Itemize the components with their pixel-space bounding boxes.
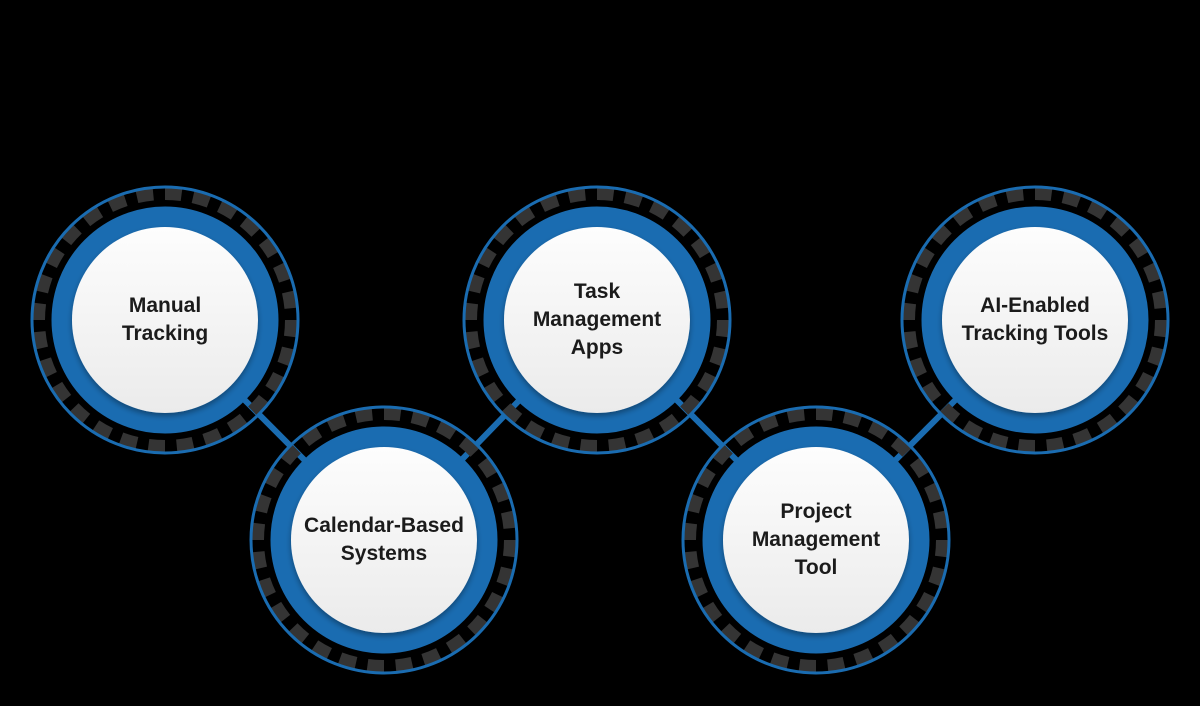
- outer-thin-ring: [249, 405, 519, 675]
- inner-disc: [504, 227, 690, 413]
- outer-thin-ring: [462, 185, 732, 455]
- node-circle-task-management-apps: [462, 185, 732, 455]
- inner-disc: [942, 227, 1128, 413]
- outer-thin-ring: [900, 185, 1170, 455]
- dashed-ring: [684, 408, 948, 672]
- node-circle-manual-tracking: [30, 185, 300, 455]
- main-blue-ring: [483, 206, 711, 434]
- node-circle-calendar-based-systems: [249, 405, 519, 675]
- inner-disc: [723, 447, 909, 633]
- main-blue-ring: [51, 206, 279, 434]
- dashed-ring: [252, 408, 516, 672]
- dashed-ring: [465, 188, 729, 452]
- node-circle-ai-enabled-tracking-tools: [900, 185, 1170, 455]
- dashed-ring: [33, 188, 297, 452]
- inner-disc: [72, 227, 258, 413]
- outer-thin-ring: [681, 405, 951, 675]
- outer-thin-ring: [30, 185, 300, 455]
- main-blue-ring: [270, 426, 498, 654]
- main-blue-ring: [702, 426, 930, 654]
- main-blue-ring: [921, 206, 1149, 434]
- inner-disc: [291, 447, 477, 633]
- node-circle-project-management-tool: [681, 405, 951, 675]
- dashed-ring: [903, 188, 1167, 452]
